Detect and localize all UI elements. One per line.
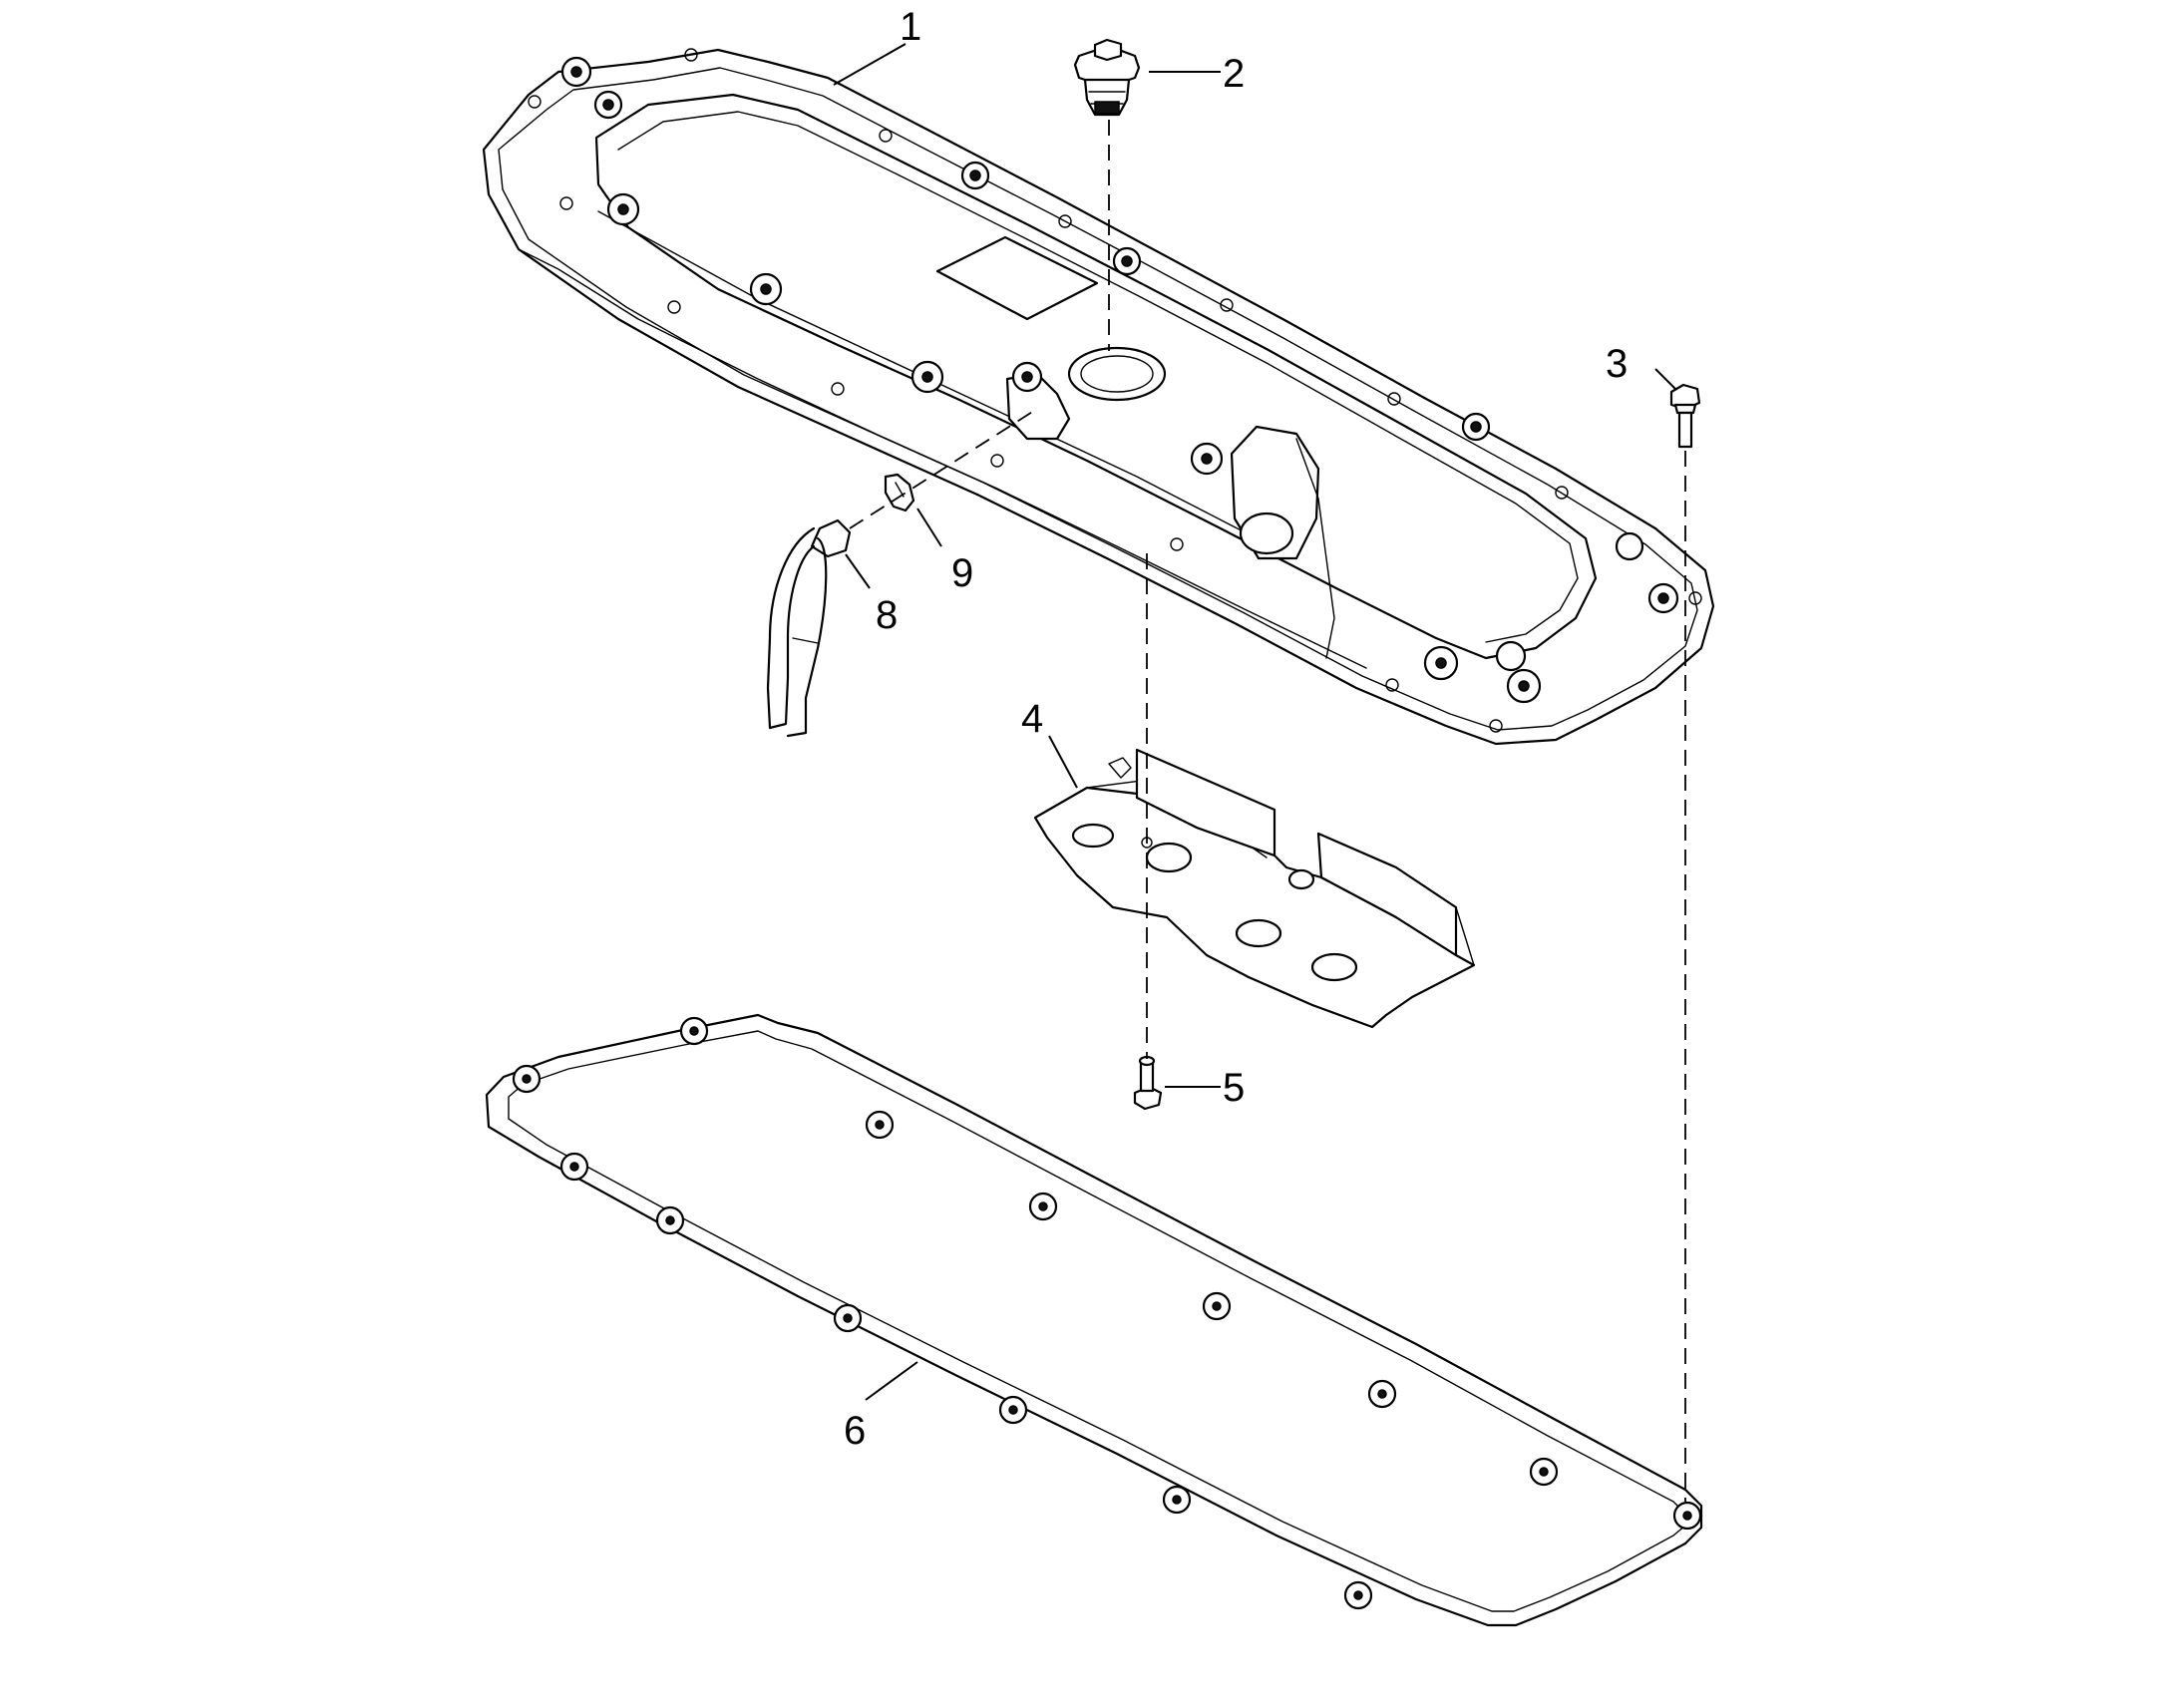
gasket-bolt-eyes bbox=[512, 1016, 1702, 1610]
cover-bolt[interactable] bbox=[1669, 383, 1701, 449]
callout-6: 6 bbox=[844, 1409, 866, 1453]
callout-3: 3 bbox=[1606, 342, 1628, 386]
callout-4: 4 bbox=[1021, 697, 1043, 741]
callout-2: 2 bbox=[1223, 52, 1245, 96]
callout-5: 5 bbox=[1223, 1066, 1245, 1110]
cover-bolt-bosses bbox=[560, 56, 1679, 704]
valve-cover[interactable] bbox=[482, 48, 1715, 746]
callout-labels: 1 2 3 4 5 6 8 9 bbox=[844, 5, 1628, 1453]
oil-fill-cap[interactable] bbox=[1073, 38, 1141, 117]
callout-8: 8 bbox=[876, 593, 898, 637]
breather-hose[interactable] bbox=[766, 518, 852, 738]
callout-9: 9 bbox=[951, 551, 973, 595]
alignment-lines bbox=[849, 120, 1686, 1502]
oil-baffle[interactable] bbox=[1033, 748, 1476, 1029]
baffle-bolt[interactable] bbox=[1133, 1055, 1163, 1111]
cover-flange-holes bbox=[528, 48, 1702, 733]
leader-lines bbox=[833, 43, 1676, 1401]
hose-clamp[interactable] bbox=[884, 473, 915, 512]
cover-gasket[interactable] bbox=[485, 1013, 1703, 1627]
callout-1: 1 bbox=[900, 5, 921, 49]
